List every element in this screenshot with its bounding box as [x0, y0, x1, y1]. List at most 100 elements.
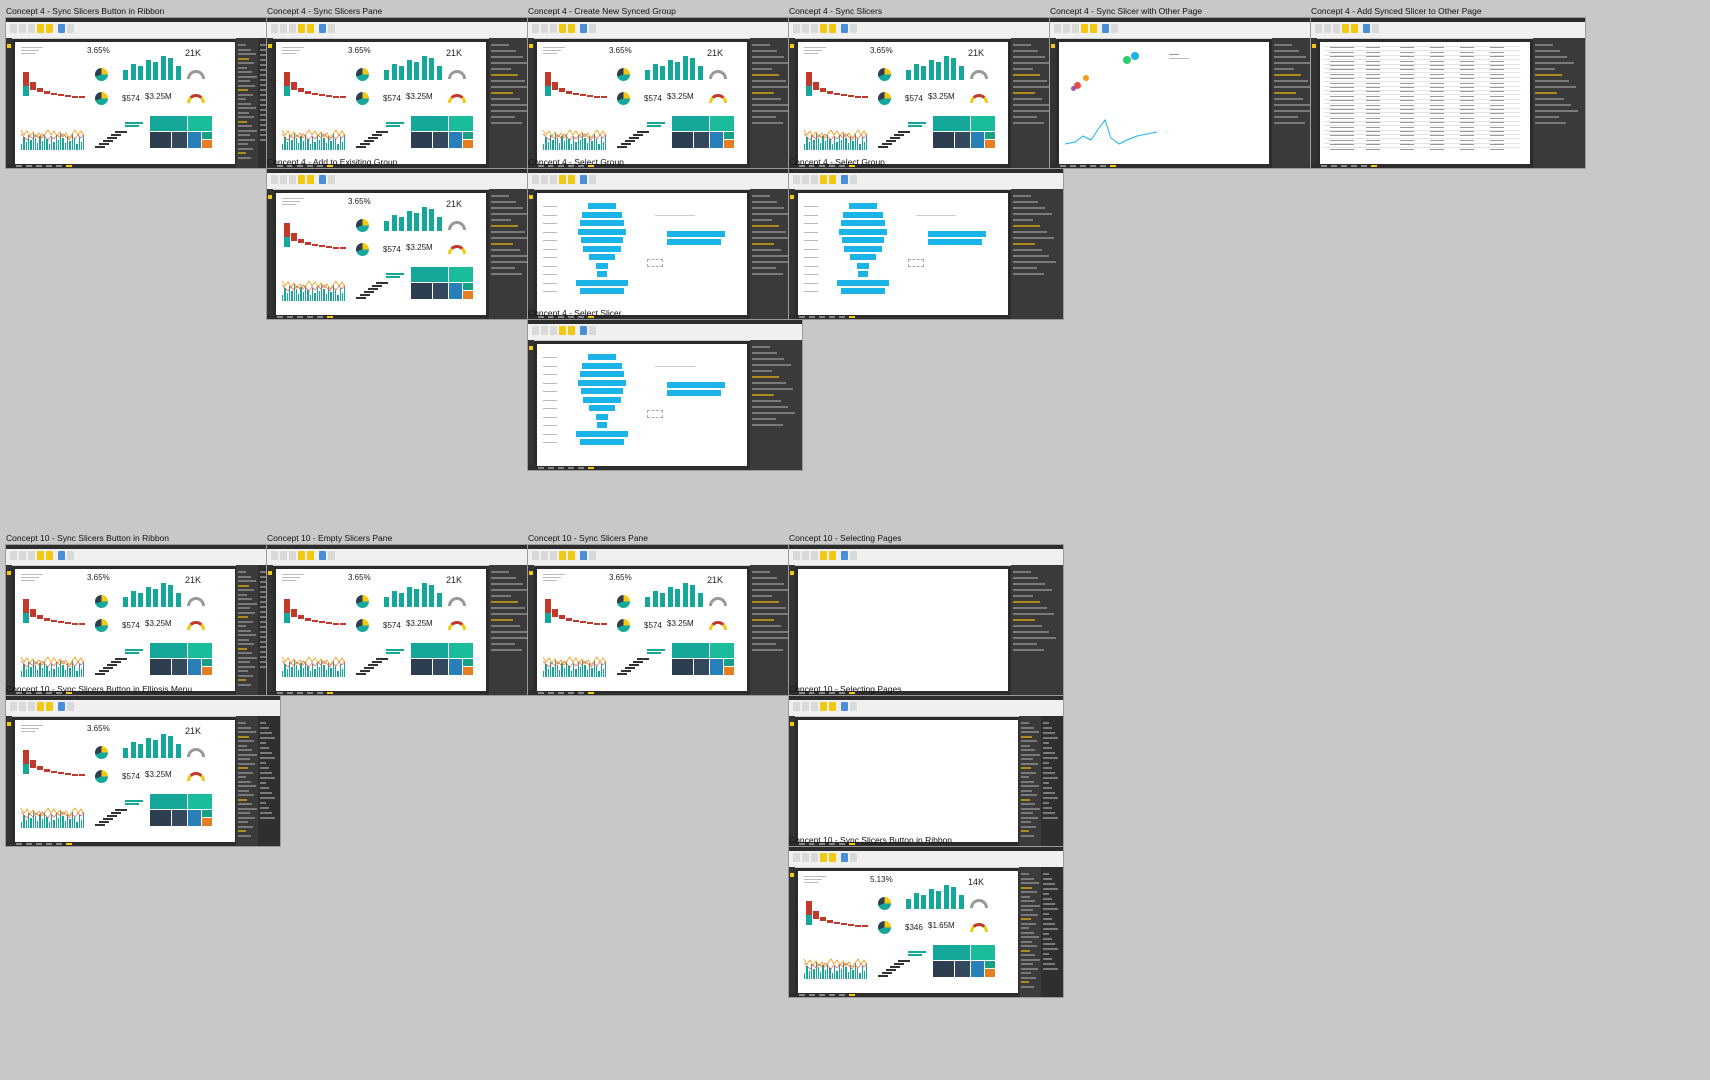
- bar[interactable]: [928, 239, 982, 245]
- sync-slicers-pane[interactable]: [1011, 565, 1063, 695]
- gauge-chart[interactable]: [448, 94, 466, 103]
- waterfall-bar[interactable]: [30, 760, 36, 768]
- column-chart[interactable]: [906, 54, 966, 80]
- report-view-icon[interactable]: [7, 44, 11, 48]
- report-view-icon[interactable]: [790, 722, 794, 726]
- column-bar[interactable]: [160, 56, 166, 80]
- waterfall-bar[interactable]: [30, 82, 36, 90]
- funnel-stage[interactable]: [596, 413, 608, 420]
- treemap-tile[interactable]: [984, 139, 996, 149]
- page-tab[interactable]: [849, 843, 855, 845]
- scatter-point[interactable]: [1131, 52, 1139, 60]
- bar[interactable]: [376, 282, 388, 284]
- waterfall-bar[interactable]: [37, 88, 43, 92]
- waterfall-bar[interactable]: [834, 93, 840, 95]
- waterfall-bar[interactable]: [545, 599, 551, 613]
- column-bar[interactable]: [429, 209, 434, 231]
- waterfall-bar[interactable]: [284, 223, 290, 237]
- report-view-icon[interactable]: [790, 44, 794, 48]
- ribbon-button[interactable]: [802, 853, 809, 862]
- bar[interactable]: [95, 824, 105, 826]
- view-rail[interactable]: [528, 340, 534, 470]
- ribbon-button[interactable]: [298, 175, 305, 184]
- ribbon-button[interactable]: [802, 551, 809, 560]
- treemap-tile[interactable]: [671, 642, 711, 660]
- gauge-chart[interactable]: [187, 597, 205, 606]
- ribbon-button[interactable]: [10, 24, 17, 33]
- page-tab[interactable]: [548, 165, 554, 167]
- bar[interactable]: [617, 146, 627, 148]
- waterfall-bar[interactable]: [601, 96, 607, 98]
- ribbon-toolbar[interactable]: [528, 320, 802, 341]
- table-row[interactable]: [1324, 138, 1520, 140]
- bar[interactable]: [908, 951, 926, 953]
- column-bar[interactable]: [667, 60, 673, 80]
- ribbon-button[interactable]: [1363, 24, 1370, 33]
- bar[interactable]: [372, 661, 382, 663]
- treemap-tile[interactable]: [932, 115, 972, 133]
- waterfall-bar[interactable]: [23, 764, 29, 774]
- gauge-chart[interactable]: [187, 94, 205, 103]
- ribbon-button[interactable]: [319, 551, 326, 560]
- page-tab[interactable]: [819, 165, 825, 167]
- treemap-tile[interactable]: [448, 658, 464, 676]
- ribbon-toolbar[interactable]: [528, 169, 802, 190]
- column-bar[interactable]: [168, 736, 173, 758]
- bar-chart[interactable]: [95, 122, 145, 152]
- treemap-tile[interactable]: [448, 115, 474, 133]
- page-tab[interactable]: [287, 692, 293, 694]
- page-tab[interactable]: [568, 165, 574, 167]
- ribbon-toolbar[interactable]: [789, 696, 1063, 717]
- waterfall-bar[interactable]: [580, 621, 586, 623]
- waterfall-bar[interactable]: [806, 86, 812, 96]
- ribbon-button[interactable]: [307, 551, 314, 560]
- funnel-chart[interactable]: [828, 203, 898, 303]
- page-tab[interactable]: [26, 843, 32, 845]
- report-view-icon[interactable]: [1051, 44, 1055, 48]
- waterfall-bar[interactable]: [65, 773, 71, 775]
- waterfall-bar[interactable]: [23, 750, 29, 764]
- report-view-icon[interactable]: [268, 44, 272, 48]
- page-tab[interactable]: [277, 165, 283, 167]
- line-column-chart[interactable]: [21, 647, 87, 677]
- waterfall-bar[interactable]: [862, 925, 868, 927]
- page-tab[interactable]: [568, 316, 574, 318]
- sync-slicers-pane[interactable]: [1533, 38, 1585, 168]
- column-bar[interactable]: [414, 62, 419, 80]
- treemap-tile[interactable]: [709, 115, 735, 133]
- treemap-tile[interactable]: [201, 131, 213, 141]
- waterfall-bar[interactable]: [545, 613, 551, 623]
- column-bar[interactable]: [153, 740, 158, 758]
- ribbon-button[interactable]: [820, 702, 827, 711]
- page-tab[interactable]: [1331, 165, 1337, 167]
- column-chart[interactable]: [645, 54, 705, 80]
- view-rail[interactable]: [789, 189, 795, 319]
- pie-chart[interactable]: [95, 92, 108, 105]
- column-bar[interactable]: [436, 217, 442, 231]
- bar[interactable]: [637, 658, 649, 660]
- pie-chart[interactable]: [878, 92, 891, 105]
- treemap-tile[interactable]: [187, 658, 203, 676]
- ribbon-button[interactable]: [820, 551, 827, 560]
- waterfall-bar[interactable]: [23, 613, 29, 623]
- column-bar[interactable]: [958, 895, 964, 909]
- table-row[interactable]: [1324, 107, 1520, 109]
- ribbon-button[interactable]: [1324, 24, 1331, 33]
- column-bar[interactable]: [406, 587, 412, 607]
- funnel-stage[interactable]: [839, 228, 887, 235]
- ribbon-button[interactable]: [850, 24, 857, 33]
- page-tab[interactable]: [1060, 165, 1066, 167]
- waterfall-bar[interactable]: [79, 623, 85, 625]
- ribbon-button[interactable]: [37, 24, 44, 33]
- table-row[interactable]: [1324, 98, 1520, 100]
- waterfall-bar[interactable]: [23, 86, 29, 96]
- column-bar[interactable]: [913, 893, 919, 909]
- treemap-tile[interactable]: [149, 658, 173, 676]
- ribbon-button[interactable]: [46, 24, 53, 33]
- column-chart[interactable]: [906, 883, 966, 909]
- ribbon-toolbar[interactable]: [789, 18, 1063, 39]
- waterfall-bar[interactable]: [284, 237, 290, 247]
- page-tab[interactable]: [819, 994, 825, 996]
- ribbon-button[interactable]: [811, 24, 818, 33]
- bar[interactable]: [372, 134, 382, 136]
